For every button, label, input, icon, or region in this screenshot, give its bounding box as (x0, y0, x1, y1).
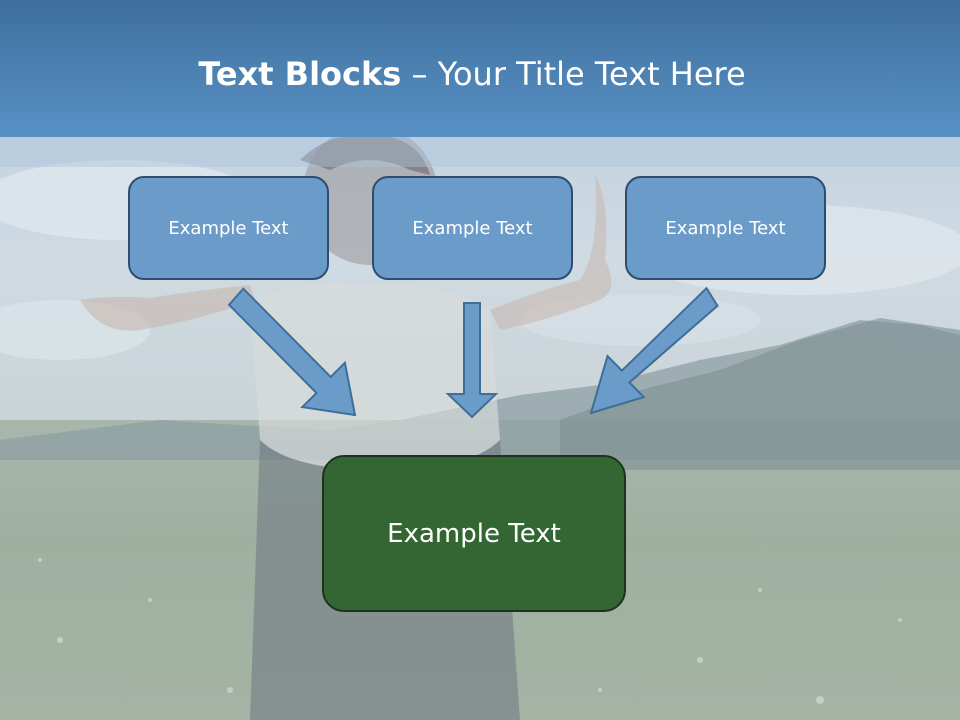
text-box-left: Example Text (128, 176, 329, 280)
text-box-right: Example Text (625, 176, 826, 280)
title-band (0, 0, 960, 137)
text-box-right-label: Example Text (665, 217, 786, 239)
text-box-center-label: Example Text (412, 217, 533, 239)
slide-title-rest: – Your Title Text Here (401, 55, 746, 93)
arrow-right (589, 286, 719, 415)
slide-title-bold: Text Blocks (198, 55, 402, 93)
text-box-bottom-label: Example Text (387, 518, 561, 549)
slide-title: Text Blocks – Your Title Text Here (0, 52, 944, 96)
arrow-center (445, 302, 499, 419)
arrow-left (227, 287, 357, 417)
title-band-shadow (0, 137, 960, 167)
text-box-left-label: Example Text (168, 217, 289, 239)
text-box-bottom: Example Text (322, 455, 626, 612)
text-box-center: Example Text (372, 176, 573, 280)
